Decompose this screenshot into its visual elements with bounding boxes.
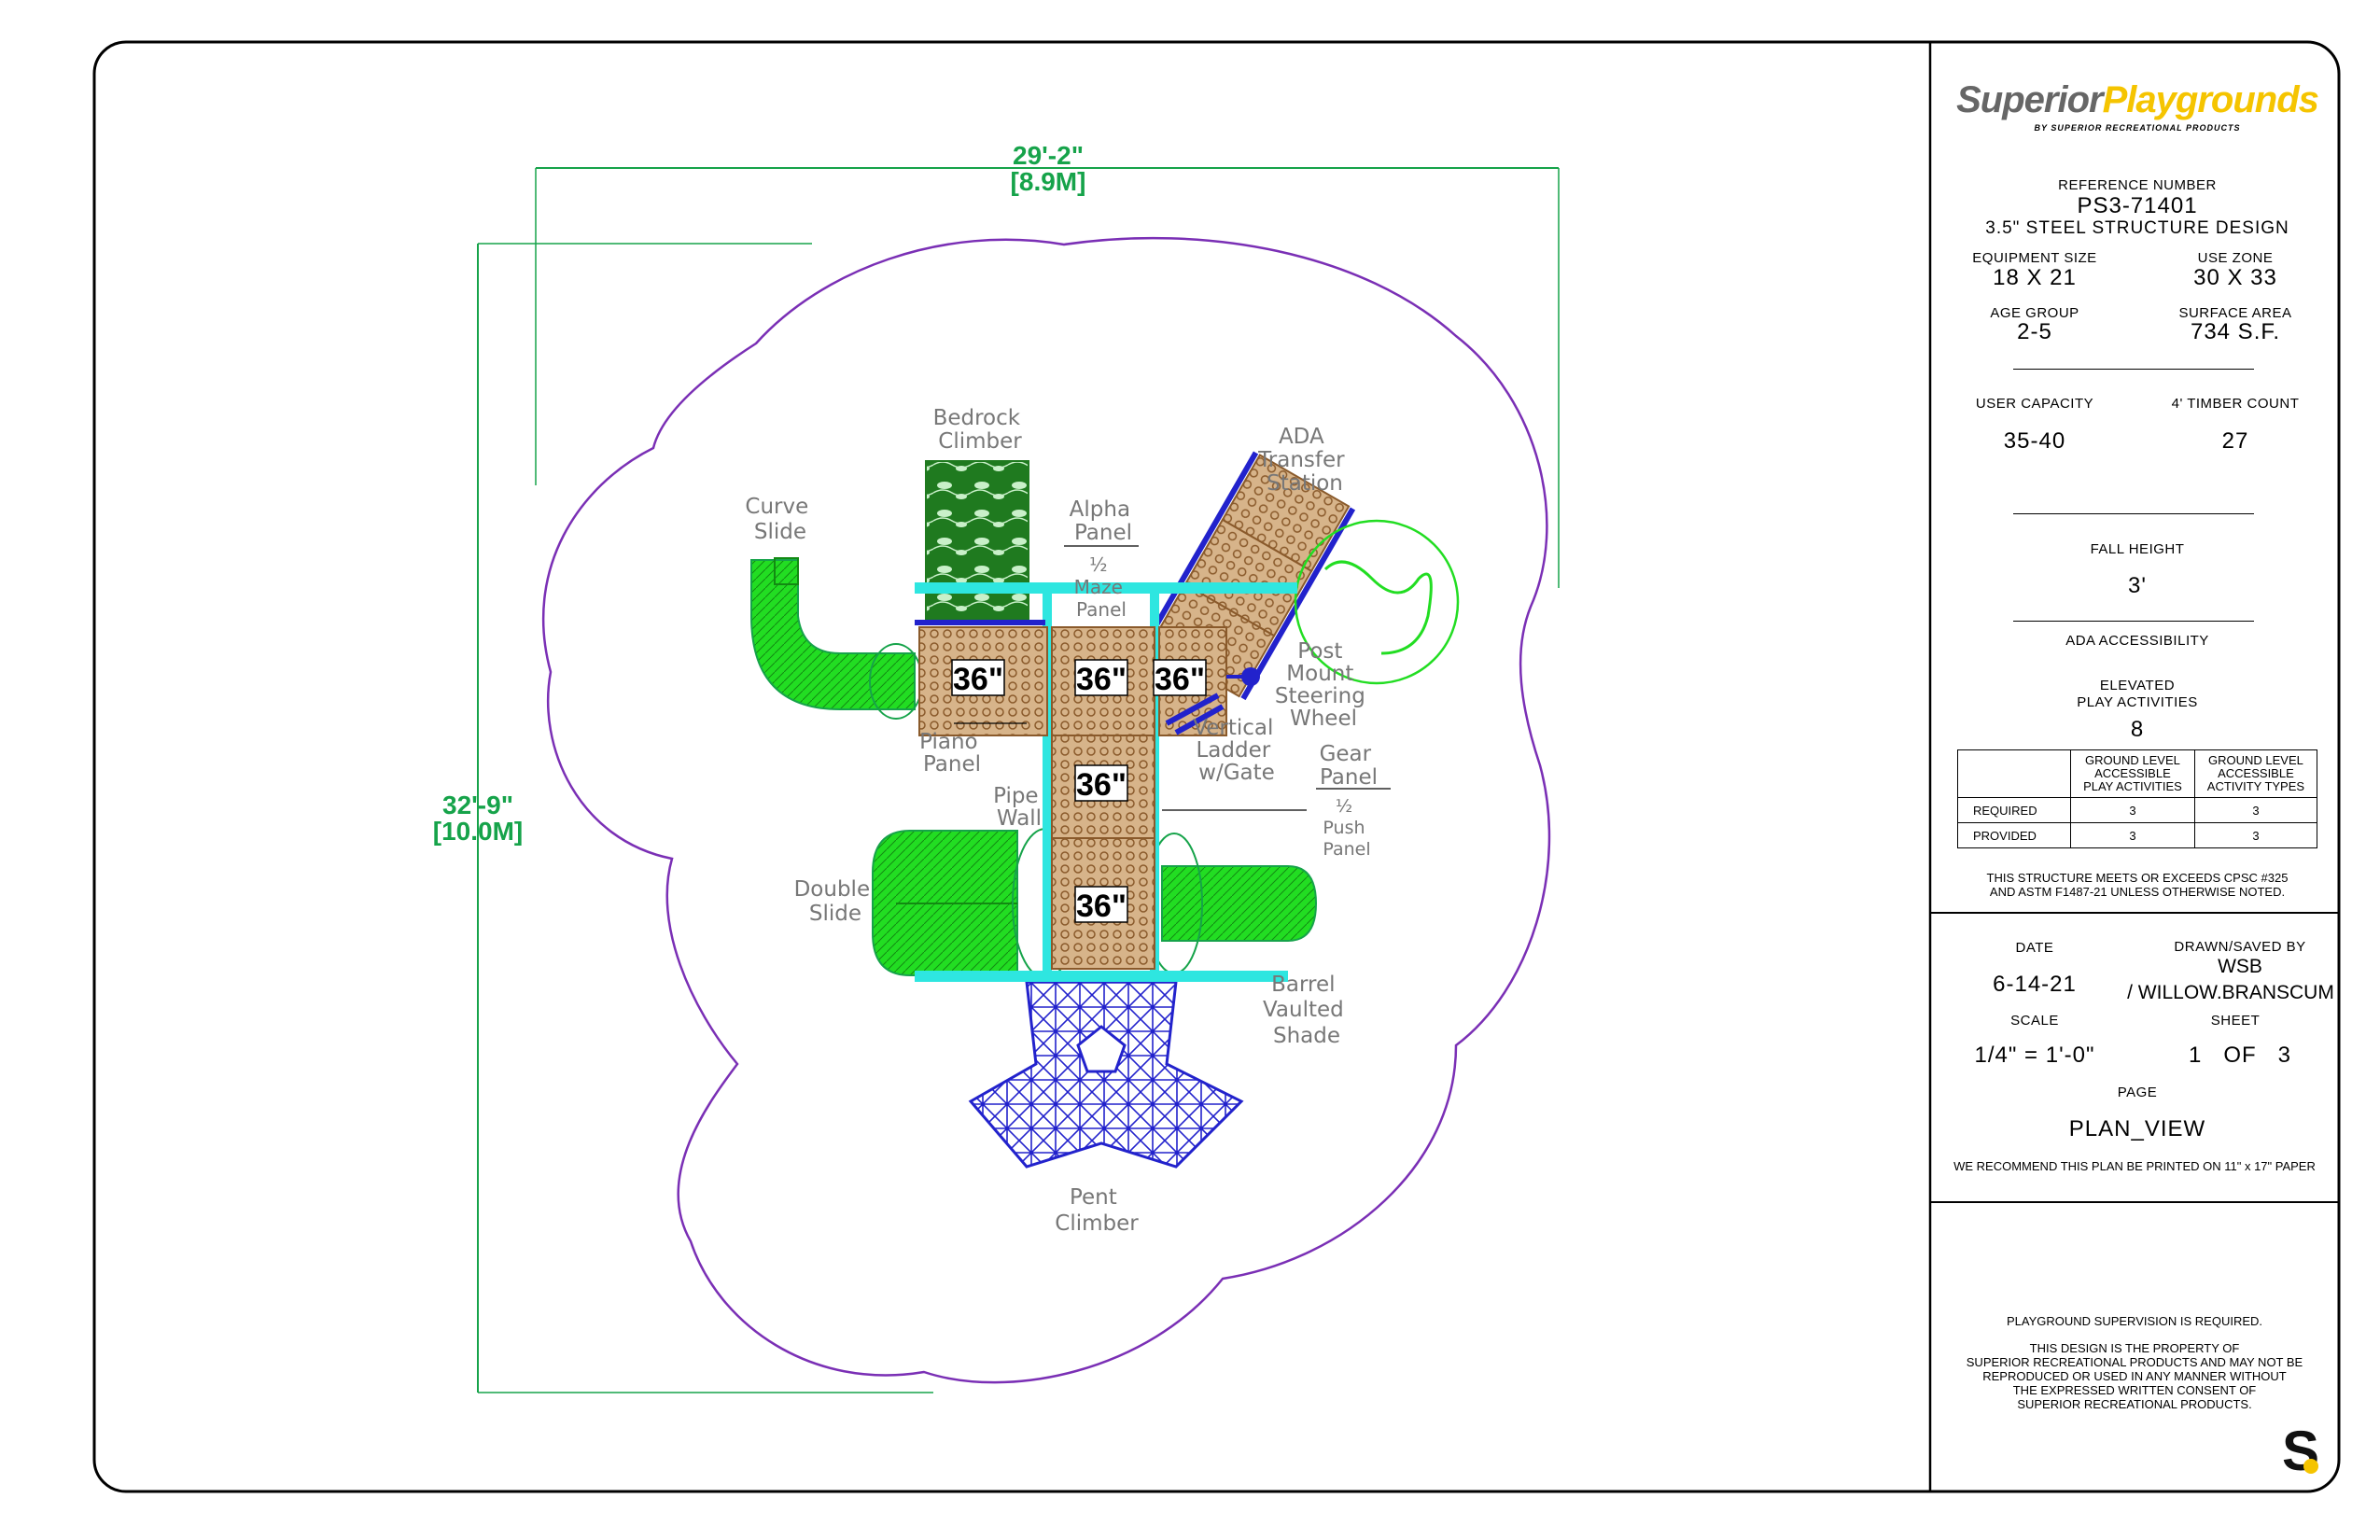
sheet-value: 1 OF 3: [2188, 1043, 2292, 1068]
label-pent-climber: Pent Climber: [1055, 1185, 1139, 1236]
bedrock-climber: [925, 460, 1029, 621]
date-label: DATE: [2015, 940, 2054, 956]
elevated-label-2: PLAY ACTIVITIES: [2077, 694, 2198, 710]
equipment-size-label: EQUIPMENT SIZE: [1972, 250, 2097, 266]
equipment-size: 18 X 21: [1993, 265, 2077, 290]
deck-height-label: 36": [1076, 889, 1127, 924]
label-push-panel: ½ Push Panel: [1323, 796, 1370, 860]
label-ada-transfer-station: ADA Transfer Station: [1257, 425, 1351, 496]
label-curve-slide: Curve Slide: [745, 495, 815, 544]
barrel-vaulted-shade-slide: [1145, 833, 1318, 974]
pent-climber: [968, 980, 1244, 1169]
reference-number-label: REFERENCE NUMBER: [2058, 177, 2217, 193]
label-bedrock-climber: Bedrock Climber: [933, 406, 1028, 454]
divider: [2013, 621, 2254, 622]
scale-label: SCALE: [2010, 1013, 2059, 1029]
component-labels: Bedrock Climber Curve Slide Alpha Panel …: [745, 406, 1378, 1236]
ada-col2-header: GROUND LEVEL ACCESSIBLE ACTIVITY TYPES: [2193, 749, 2318, 798]
label-post-mount-steering-wheel: Post Mount Steering Wheel: [1275, 639, 1372, 731]
surface-area: 734 S.F.: [2190, 319, 2281, 344]
supervision-note: PLAYGROUND SUPERVISION IS REQUIRED.: [2006, 1314, 2263, 1328]
label-gear-panel: Gear Panel: [1320, 742, 1379, 790]
deck-left: [918, 626, 1048, 736]
deck-height-label: 36": [1076, 662, 1127, 697]
deck-height-label: 36": [1155, 662, 1205, 697]
use-zone-outline: [541, 236, 1551, 1384]
corner-logo-dot: [2303, 1459, 2318, 1474]
property-notice: THIS DESIGN IS THE PROPERTY OF SUPERIOR …: [1966, 1341, 2303, 1411]
divider: [2013, 513, 2254, 514]
label-double-slide: Double Slide: [794, 877, 877, 926]
age-group: 2-5: [2017, 319, 2052, 344]
logo-text-a: Superior: [1956, 79, 2103, 120]
drawn-by-initials: WSB: [2218, 956, 2262, 977]
deck-height-labels: 36" 36" 36" 36" 36": [951, 659, 1207, 924]
depth-dimension: 32'-9" [10.0M]: [433, 243, 933, 1393]
leader-lines: [954, 545, 1391, 811]
surface-area-label: SURFACE AREA: [2178, 305, 2292, 321]
use-zone-label: USE ZONE: [2197, 250, 2274, 266]
brand-logo: SuperiorPlaygrounds BY SUPERIOR RECREATI…: [1941, 79, 2333, 133]
width-ft-label: 29'-2": [1013, 141, 1084, 170]
deck-height-label: 36": [953, 662, 1003, 697]
ada-table: GROUND LEVEL ACCESSIBLE PLAY ACTIVITIES …: [1957, 749, 2318, 848]
steering-wheel-ring: [1294, 519, 1460, 685]
ada-col1-header: GROUND LEVEL ACCESSIBLE PLAY ACTIVITIES: [2070, 749, 2195, 798]
page-label: PAGE: [2117, 1085, 2158, 1100]
reference-number: PS3-71401: [2077, 193, 2198, 218]
fall-height-label: FALL HEIGHT: [2090, 541, 2185, 557]
table-row: REQUIRED 3 3: [1957, 797, 2318, 823]
decks: [918, 626, 1227, 970]
drawn-by-name: / WILLOW.BRANSCUM: [2127, 982, 2334, 1003]
width-dimension: 29'-2" [8.9M]: [535, 141, 1560, 588]
sheet-border: [92, 40, 2341, 1493]
use-zone: 30 X 33: [2193, 265, 2277, 290]
divider: [2013, 369, 2254, 370]
corner-logo-mark: S: [2281, 1420, 2320, 1482]
user-capacity-label: USER CAPACITY: [1975, 396, 2094, 412]
vertical-ladder: [1165, 667, 1260, 735]
label-alpha-panel: Alpha Panel: [1070, 497, 1138, 545]
label-piano-panel: Piano Panel: [919, 730, 985, 777]
timber-count-label: 4' TIMBER COUNT: [2171, 396, 2300, 412]
print-note: WE RECOMMEND THIS PLAN BE PRINTED ON 11"…: [1953, 1159, 2316, 1173]
timber-count: 27: [2221, 428, 2249, 454]
sheet-label: SHEET: [2210, 1013, 2261, 1029]
label-vertical-ladder: Vertical Ladder w/Gate: [1193, 716, 1280, 785]
structure-design: 3.5" STEEL STRUCTURE DESIGN: [1985, 218, 2289, 238]
depth-ft-label: 32'-9": [442, 791, 513, 819]
elevated-count: 8: [2130, 717, 2145, 742]
scale-value: 1/4" = 1'-0": [1974, 1043, 2095, 1068]
curve-slide: [750, 557, 923, 720]
age-group-label: AGE GROUP: [1990, 305, 2079, 321]
fall-height: 3': [2128, 573, 2147, 598]
logo-text-b: Playgrounds: [2102, 79, 2319, 120]
deck-height-label: 36": [1076, 767, 1127, 803]
ada-accessibility-label: ADA ACCESSIBILITY: [2065, 633, 2209, 649]
label-pipe-wall: Pipe Wall: [993, 784, 1045, 831]
table-row: PROVIDED 3 3: [1957, 822, 2318, 848]
label-maze-panel: ½ Maze Panel: [1074, 553, 1129, 621]
width-m-label: [8.9M]: [1011, 167, 1086, 196]
label-barrel-vaulted-shade: Barrel Vaulted Shade: [1263, 973, 1351, 1048]
drawn-by-label: DRAWN/SAVED BY: [2174, 939, 2306, 955]
page-value: PLAN_VIEW: [2068, 1116, 2206, 1141]
date-value: 6-14-21: [1993, 972, 2077, 997]
cpsc-note: THIS STRUCTURE MEETS OR EXCEEDS CPSC #32…: [1986, 871, 2289, 899]
elevated-label-1: ELEVATED: [2099, 678, 2176, 693]
user-capacity: 35-40: [2003, 428, 2066, 454]
depth-m-label: [10.0M]: [433, 817, 523, 846]
logo-subtitle: BY SUPERIOR RECREATIONAL PRODUCTS: [2034, 123, 2241, 133]
